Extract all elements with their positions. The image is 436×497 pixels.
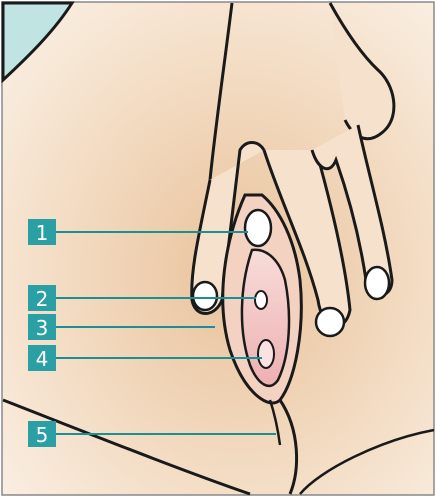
label-3: 3 bbox=[28, 314, 56, 340]
structure-1 bbox=[245, 210, 271, 246]
label-3-text: 3 bbox=[36, 316, 49, 340]
label-5: 5 bbox=[28, 421, 56, 447]
label-4: 4 bbox=[28, 345, 56, 371]
label-5-text: 5 bbox=[36, 423, 49, 447]
fingernail-right bbox=[365, 267, 389, 299]
fingernail-middle bbox=[316, 308, 344, 336]
label-1-text: 1 bbox=[36, 221, 49, 245]
label-2-text: 2 bbox=[36, 287, 49, 311]
structure-4 bbox=[258, 340, 274, 368]
fingernail-left bbox=[193, 282, 217, 310]
label-1: 1 bbox=[28, 219, 56, 245]
label-2: 2 bbox=[28, 285, 56, 311]
structure-2 bbox=[255, 291, 267, 309]
label-4-text: 4 bbox=[36, 347, 49, 371]
